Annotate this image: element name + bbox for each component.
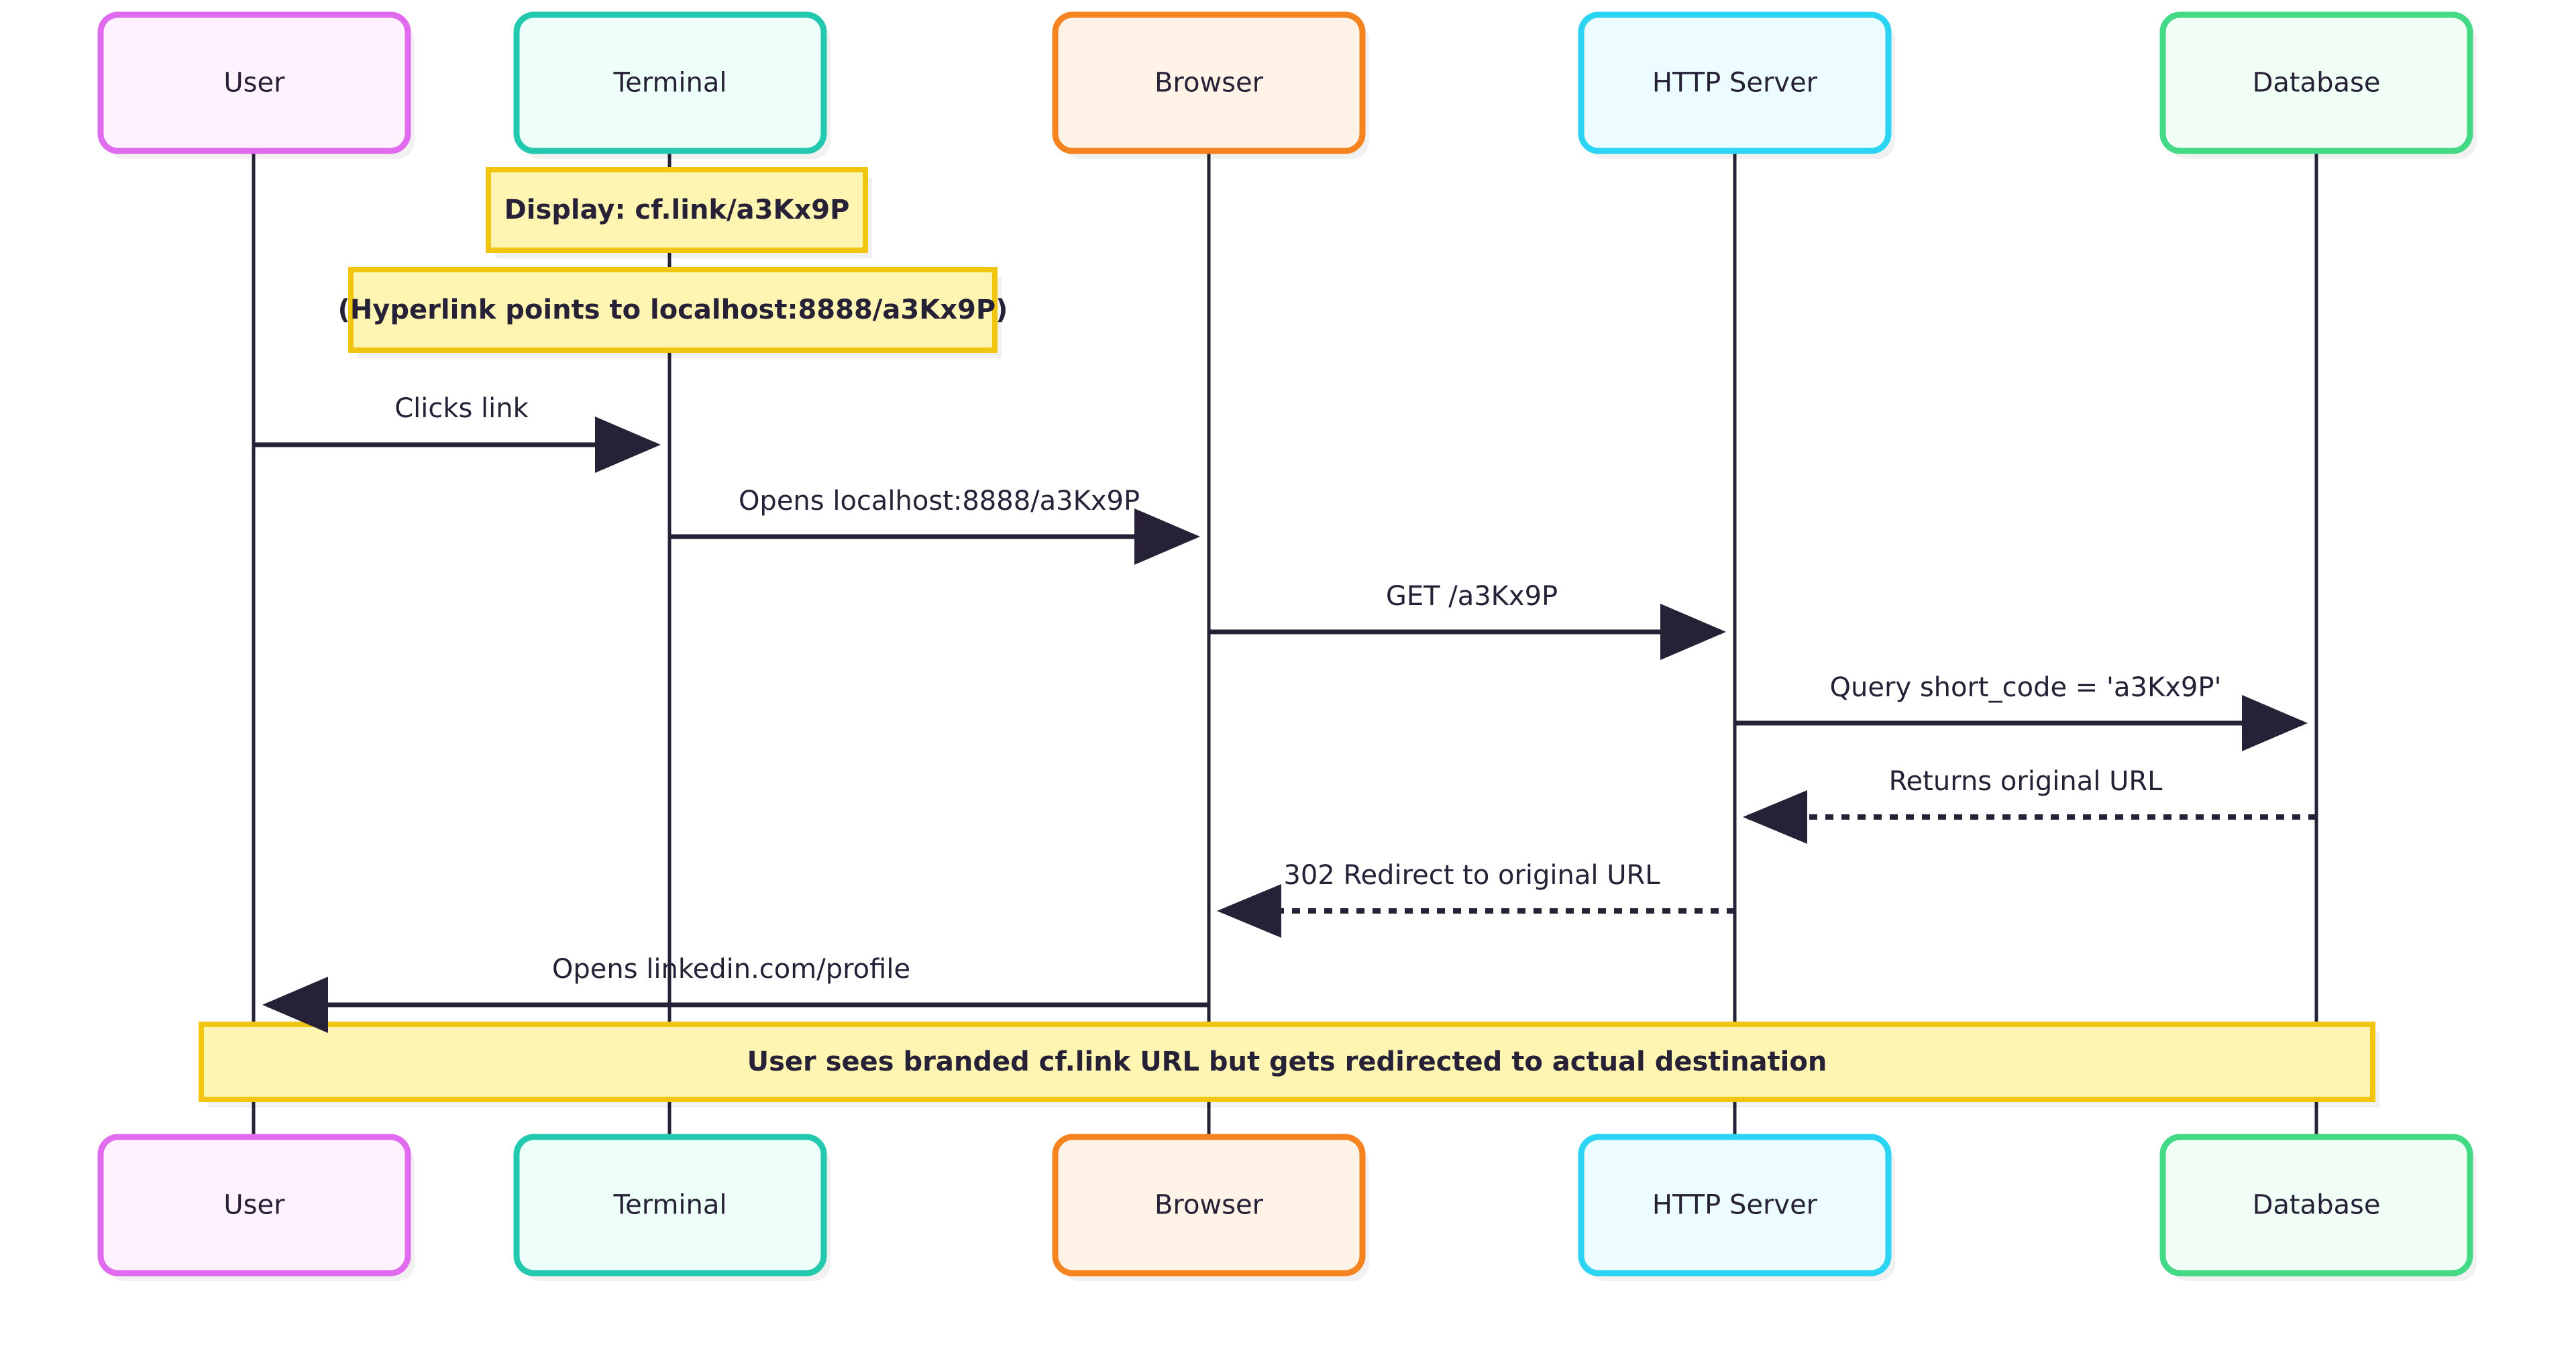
message-m6: 302 Redirect to original URL (1217, 860, 1735, 938)
note-box (348, 267, 998, 353)
note-box (199, 1022, 2375, 1102)
participant-box[interactable] (513, 1134, 827, 1276)
participant-label: User (223, 68, 285, 99)
note-box (486, 167, 868, 253)
participant-label: Browser (1155, 1190, 1264, 1221)
message-m4: Query short_code = 'a3Kx9P' (1735, 672, 2308, 751)
participant-label: HTTP Server (1652, 68, 1818, 99)
notes-layer: Display: cf.link/a3Kx9P (Hyperlink points… (199, 167, 2379, 1107)
message-label: Clicks link (394, 393, 529, 424)
participant-label: Terminal (612, 68, 727, 99)
message-m5: Returns original URL (1743, 766, 2316, 844)
message-label: Opens linkedin.com/profile (552, 954, 910, 985)
participant-box[interactable] (97, 1134, 411, 1276)
participant-box[interactable] (97, 11, 411, 154)
participant-browser-top[interactable]: Browser (1052, 11, 1369, 159)
message-m1: Clicks link (254, 393, 661, 473)
message-label: 302 Redirect to original URL (1283, 860, 1660, 891)
note-hyperlink: (Hyperlink points to localhost:8888/a3Kx… (338, 267, 1008, 358)
participant-http-bottom[interactable]: HTTP Server (1578, 1134, 1895, 1281)
participant-label: Browser (1155, 68, 1264, 99)
participant-box[interactable] (1578, 1134, 1892, 1276)
participant-http-top[interactable]: HTTP Server (1578, 11, 1895, 159)
message-m7: Opens linkedin.com/profile (262, 954, 1209, 1033)
participant-box[interactable] (513, 11, 827, 154)
note-text: Display: cf.link/a3Kx9P (504, 195, 850, 225)
participant-box[interactable] (1052, 11, 1366, 154)
participant-label: Database (2253, 1190, 2381, 1221)
participant-box[interactable] (2159, 1134, 2473, 1276)
note-text: (Hyperlink points to localhost:8888/a3Kx… (338, 294, 1008, 325)
participant-terminal-bottom[interactable]: Terminal (513, 1134, 830, 1281)
participant-database-bottom[interactable]: Database (2159, 1134, 2477, 1281)
note-text: User sees branded cf.link URL but gets r… (747, 1046, 1827, 1077)
participant-box[interactable] (1578, 11, 1892, 154)
participant-user-bottom[interactable]: User (97, 1134, 415, 1281)
participant-box[interactable] (2159, 11, 2473, 154)
participant-label: Database (2253, 68, 2381, 99)
participant-label: User (223, 1190, 285, 1221)
message-label: Returns original URL (1889, 766, 2163, 797)
participant-database-top[interactable]: Database (2159, 11, 2477, 159)
participant-browser-bottom[interactable]: Browser (1052, 1134, 1369, 1281)
message-label: Opens localhost:8888/a3Kx9P (739, 486, 1140, 517)
note-display: Display: cf.link/a3Kx9P (486, 167, 872, 258)
message-m3: GET /a3Kx9P (1209, 581, 1726, 660)
participant-label: Terminal (612, 1190, 727, 1221)
participant-terminal-top[interactable]: Terminal (513, 11, 830, 159)
message-label: Query short_code = 'a3Kx9P' (1830, 672, 2222, 703)
message-m2: Opens localhost:8888/a3Kx9P (669, 486, 1200, 565)
note-summary: User sees branded cf.link URL but gets r… (199, 1022, 2379, 1107)
participant-box[interactable] (1052, 1134, 1366, 1276)
participant-label: HTTP Server (1652, 1190, 1818, 1221)
message-label: GET /a3Kx9P (1386, 581, 1558, 612)
participant-user-top[interactable]: User (97, 11, 415, 159)
